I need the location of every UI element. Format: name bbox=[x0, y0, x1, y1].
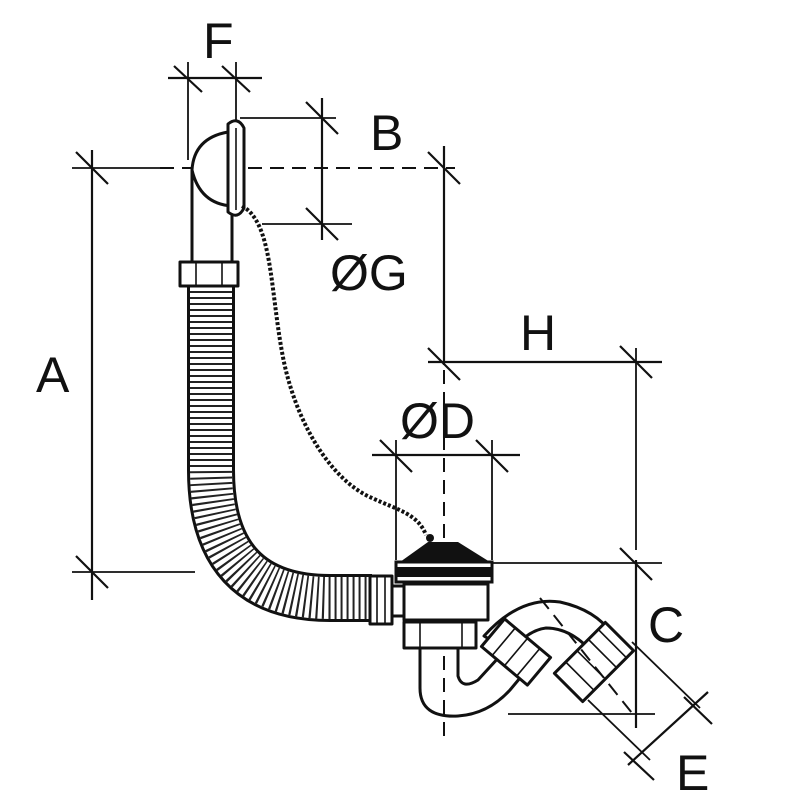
label-e: E bbox=[676, 745, 709, 800]
label-h: H bbox=[520, 305, 556, 361]
flexible-hose bbox=[187, 285, 372, 622]
waste-trap bbox=[368, 534, 637, 719]
dimension-labels: F B ØG A H ØD C E bbox=[36, 13, 709, 800]
label-a: A bbox=[36, 347, 70, 403]
label-g: ØG bbox=[330, 245, 408, 301]
overflow-fitting bbox=[178, 119, 246, 288]
label-b: B bbox=[370, 105, 403, 161]
dimension-lines bbox=[72, 62, 713, 781]
label-c: C bbox=[648, 597, 684, 653]
label-f: F bbox=[203, 13, 234, 69]
label-d: ØD bbox=[400, 393, 475, 449]
control-cable bbox=[240, 204, 428, 536]
